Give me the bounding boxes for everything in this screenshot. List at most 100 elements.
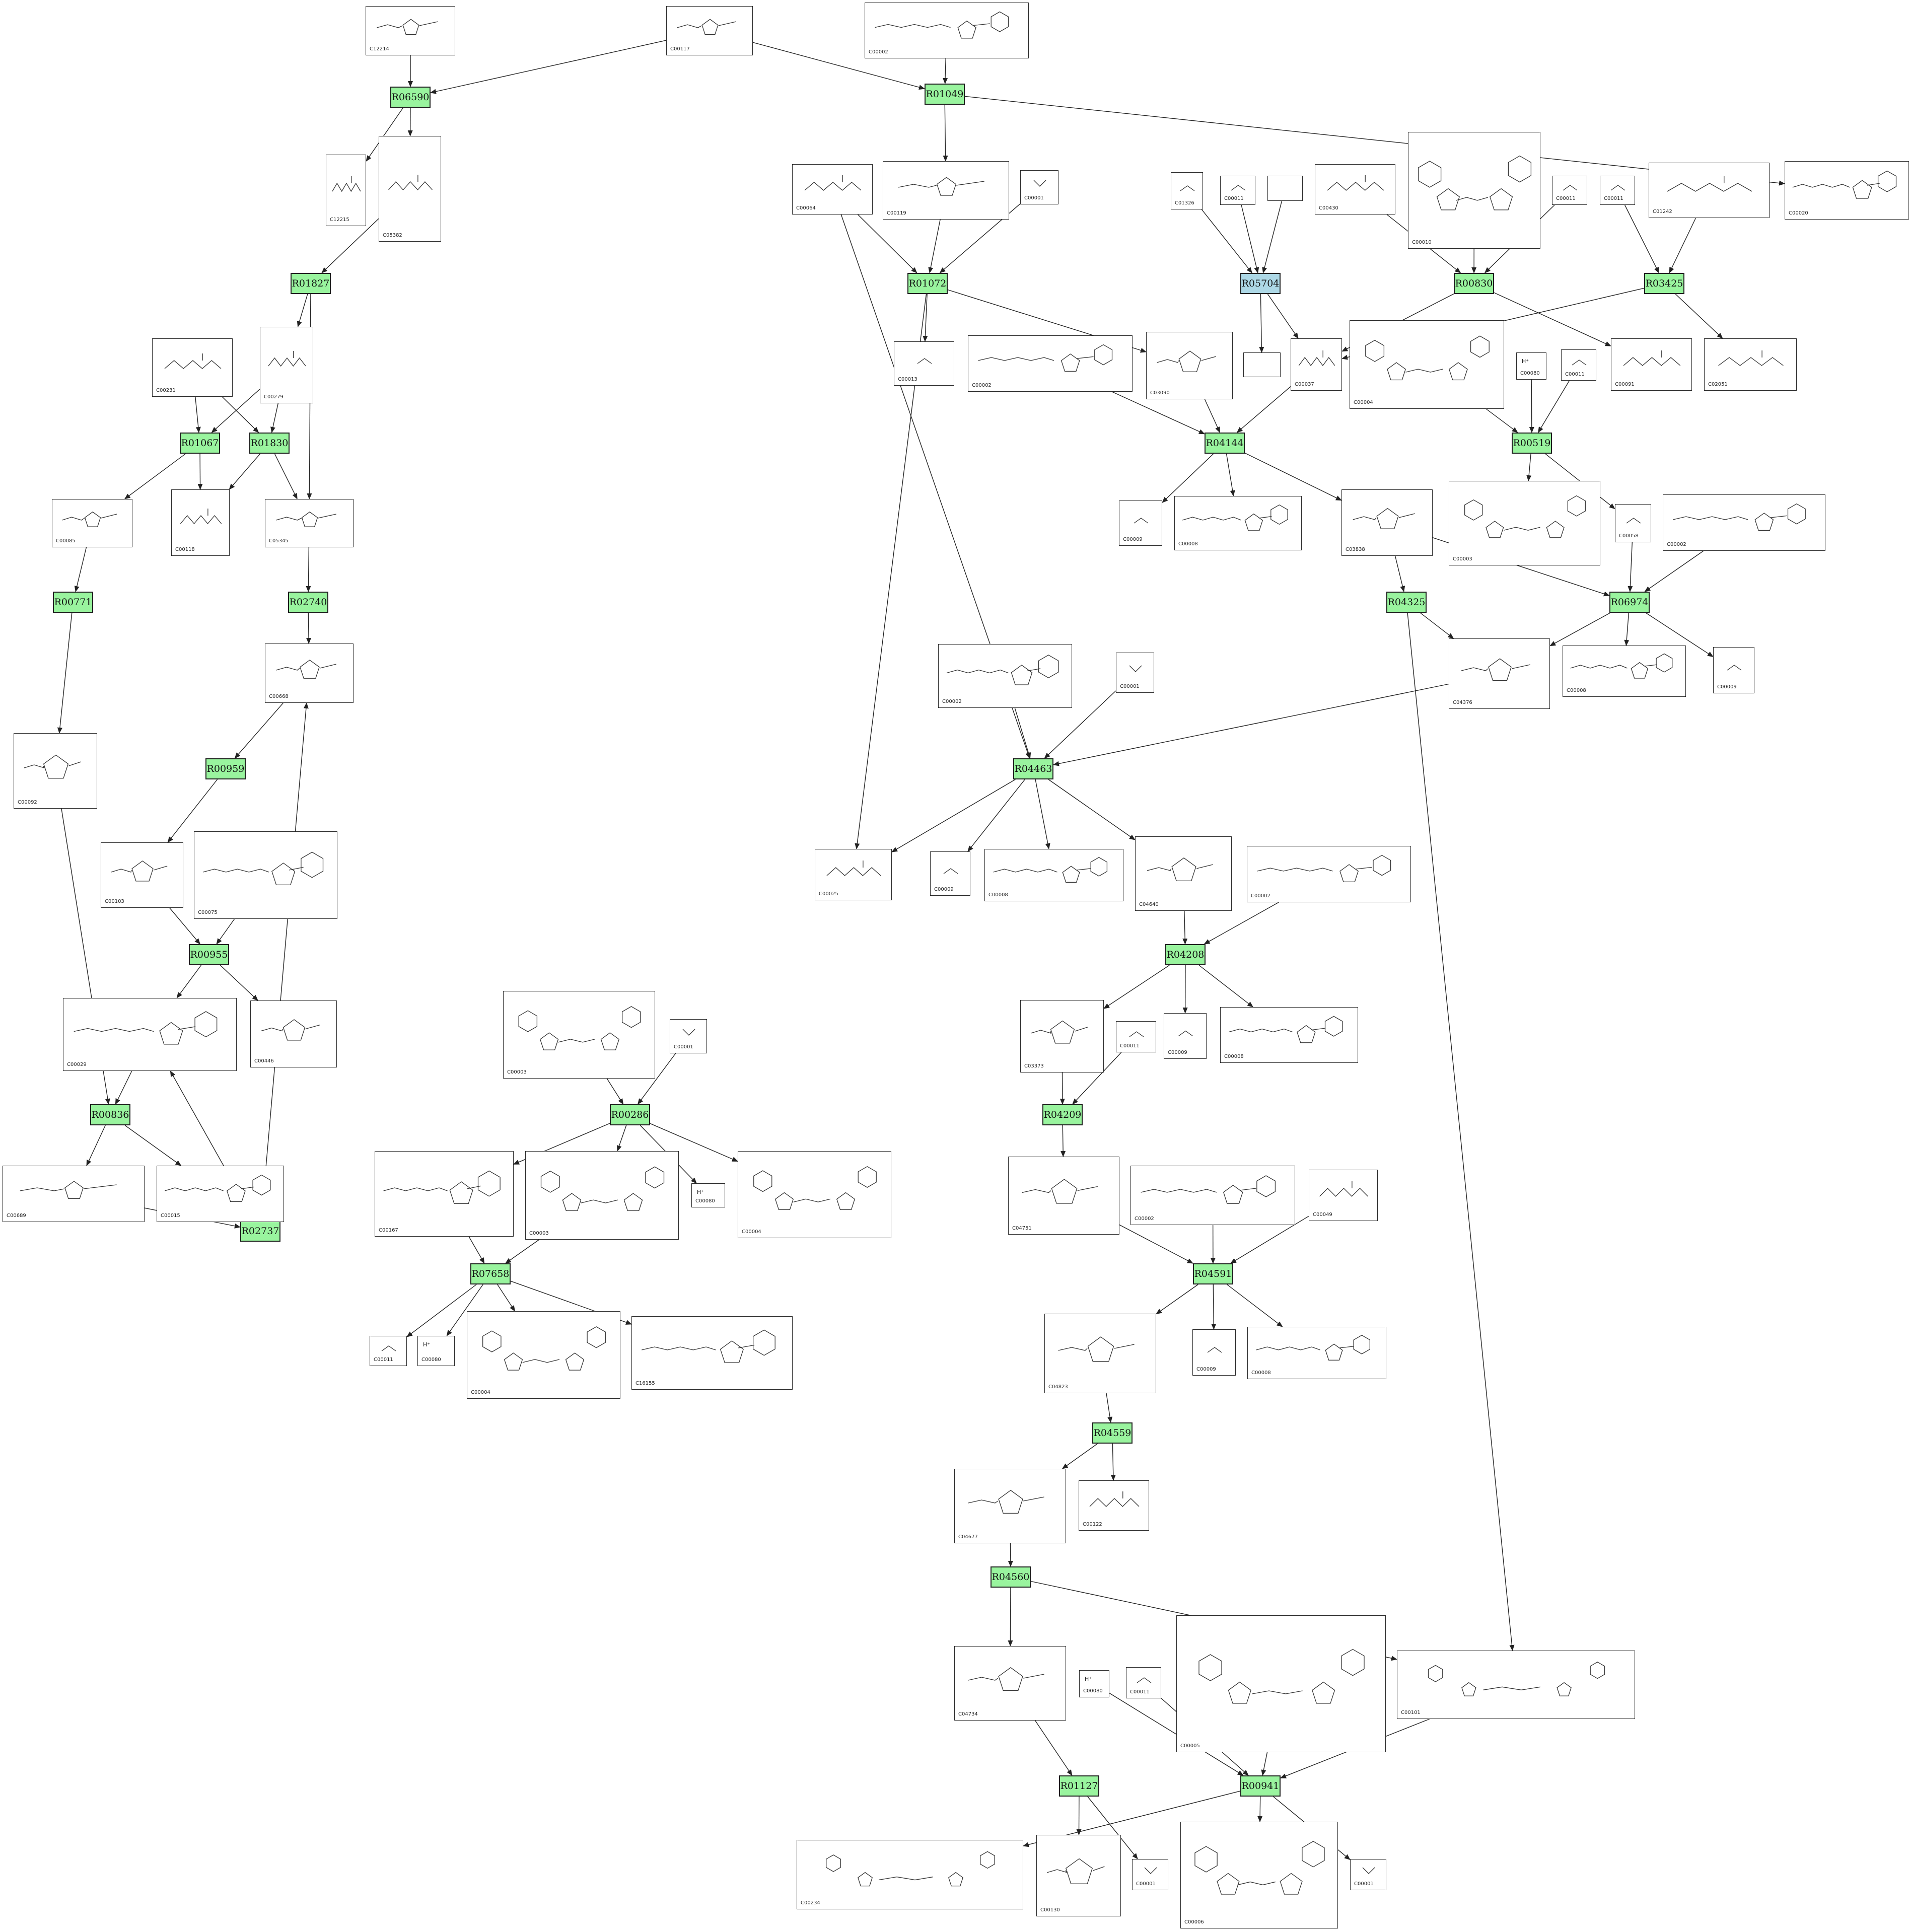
reaction-r00519[interactable]: R00519 — [1512, 433, 1552, 454]
compound-box[interactable]: C00004 — [467, 1311, 620, 1399]
compound-box[interactable]: C00430 — [1315, 164, 1395, 214]
compound-box[interactable]: C12215 — [326, 155, 366, 226]
compound-box[interactable]: H⁺C00080 — [417, 1336, 455, 1366]
compound-box[interactable]: C00003 — [525, 1151, 679, 1240]
reaction-r00959[interactable]: R00959 — [205, 758, 246, 779]
compound-box[interactable]: C04376 — [1449, 638, 1550, 709]
reaction-r00955[interactable]: R00955 — [189, 944, 229, 965]
compound-box[interactable]: C00101 — [1397, 1651, 1635, 1719]
compound-box[interactable]: C03373 — [1020, 1000, 1104, 1072]
reaction-r03425[interactable]: R03425 — [1644, 273, 1684, 294]
compound-box[interactable]: C00002 — [938, 644, 1072, 708]
reaction-r00830[interactable]: R00830 — [1454, 273, 1494, 294]
compound-box[interactable] — [1267, 176, 1303, 201]
compound-box[interactable]: C00075 — [194, 831, 337, 919]
compound-box[interactable]: C16155 — [631, 1316, 793, 1390]
reaction-r01072[interactable]: R01072 — [907, 273, 948, 294]
compound-box[interactable]: C04640 — [1135, 836, 1232, 911]
reaction-r04209[interactable]: R04209 — [1042, 1104, 1083, 1125]
compound-box[interactable]: C00009 — [1119, 500, 1162, 546]
compound-box[interactable]: C00009 — [1713, 647, 1754, 693]
compound-box[interactable]: C00011 — [370, 1336, 407, 1366]
reaction-r05704[interactable]: R05704 — [1240, 273, 1281, 294]
compound-box[interactable]: H⁺C00080 — [1079, 1670, 1109, 1697]
compound-box[interactable]: C00103 — [101, 842, 183, 908]
compound-box[interactable]: C00009 — [1192, 1329, 1236, 1376]
compound-box[interactable]: C01326 — [1171, 172, 1203, 209]
compound-box[interactable]: H⁺C00080 — [1516, 352, 1546, 380]
compound-box[interactable]: C00013 — [894, 341, 954, 386]
reaction-r04463[interactable]: R04463 — [1013, 758, 1053, 779]
compound-box[interactable]: C00085 — [52, 499, 132, 547]
compound-box[interactable]: C00001 — [1350, 1859, 1386, 1890]
compound-box[interactable]: C00015 — [157, 1166, 284, 1222]
compound-box[interactable]: C00008 — [1247, 1327, 1386, 1379]
reaction-r04559[interactable]: R04559 — [1092, 1422, 1133, 1444]
compound-box[interactable]: C00011 — [1220, 176, 1255, 205]
compound-box[interactable]: C00689 — [3, 1166, 145, 1222]
compound-box[interactable]: C00003 — [1449, 481, 1600, 565]
reaction-r06590[interactable]: R06590 — [390, 87, 431, 108]
compound-box[interactable]: C00279 — [260, 327, 313, 403]
compound-box[interactable]: C00003 — [503, 991, 655, 1079]
reaction-r01127[interactable]: R01127 — [1059, 1775, 1099, 1797]
compound-box[interactable]: C00037 — [1291, 338, 1342, 391]
reaction-r06974[interactable]: R06974 — [1609, 592, 1650, 613]
compound-box[interactable]: C00130 — [1036, 1835, 1121, 1916]
compound-box[interactable]: C00091 — [1611, 338, 1692, 391]
compound-box[interactable]: C00011 — [1600, 176, 1635, 205]
compound-box[interactable]: C00011 — [1552, 176, 1587, 205]
reaction-r01827[interactable]: R01827 — [291, 273, 331, 294]
compound-box[interactable]: H⁺C00080 — [691, 1183, 725, 1207]
compound-box[interactable]: C00049 — [1309, 1170, 1378, 1221]
compound-box[interactable]: C05382 — [379, 136, 441, 242]
compound-box[interactable]: C00010 — [1408, 132, 1540, 249]
compound-box[interactable]: C00167 — [375, 1151, 514, 1237]
compound-box[interactable]: C00011 — [1126, 1667, 1161, 1698]
compound-box[interactable]: C00002 — [865, 3, 1029, 58]
reaction-r00286[interactable]: R00286 — [610, 1104, 650, 1125]
compound-box[interactable]: C00122 — [1079, 1480, 1149, 1531]
compound-box[interactable]: C00011 — [1561, 349, 1596, 381]
reaction-r00836[interactable]: R00836 — [90, 1104, 130, 1125]
compound-box[interactable]: C00668 — [265, 643, 353, 703]
reaction-r04208[interactable]: R04208 — [1165, 944, 1206, 965]
compound-box[interactable]: C01242 — [1649, 163, 1770, 218]
compound-box[interactable]: C00006 — [1180, 1822, 1338, 1928]
compound-box[interactable]: C00446 — [250, 1000, 337, 1067]
reaction-r00941[interactable]: R00941 — [1240, 1775, 1281, 1797]
compound-box[interactable]: C00231 — [152, 338, 233, 397]
compound-box[interactable]: C03090 — [1146, 332, 1233, 399]
reaction-r04144[interactable]: R04144 — [1205, 433, 1245, 454]
reaction-r07658[interactable]: R07658 — [470, 1263, 511, 1284]
reaction-r01049[interactable]: R01049 — [925, 84, 965, 105]
compound-box[interactable]: C00001 — [1020, 170, 1058, 204]
compound-box[interactable]: C00008 — [1563, 646, 1686, 697]
compound-box[interactable]: C00118 — [171, 489, 230, 556]
compound-box[interactable]: C00009 — [930, 851, 970, 896]
compound-box[interactable]: C00064 — [792, 164, 873, 214]
compound-box[interactable]: C04734 — [954, 1646, 1066, 1721]
compound-box[interactable]: C00002 — [1663, 494, 1825, 551]
compound-box[interactable]: C00011 — [1116, 1021, 1156, 1052]
compound-box[interactable]: C00001 — [670, 1019, 707, 1053]
compound-box[interactable]: C00009 — [1164, 1013, 1207, 1059]
compound-box[interactable]: C00117 — [666, 6, 753, 55]
reaction-r04560[interactable]: R04560 — [991, 1566, 1031, 1588]
compound-box[interactable]: C00002 — [1130, 1166, 1295, 1225]
reaction-r02737[interactable]: R02737 — [240, 1221, 280, 1242]
reaction-r02740[interactable]: R02740 — [288, 592, 328, 613]
compound-box[interactable]: C12214 — [366, 6, 455, 55]
compound-box[interactable]: C00029 — [63, 998, 237, 1071]
compound-box[interactable]: C00008 — [1174, 496, 1302, 550]
reaction-r00771[interactable]: R00771 — [53, 592, 93, 613]
reaction-r01067[interactable]: R01067 — [180, 433, 220, 454]
compound-box[interactable]: C03838 — [1341, 489, 1433, 556]
reaction-r04325[interactable]: R04325 — [1386, 592, 1427, 613]
compound-box[interactable]: C00008 — [1220, 1007, 1358, 1063]
compound-box[interactable]: C00058 — [1615, 504, 1651, 542]
compound-box[interactable]: C04677 — [954, 1469, 1066, 1543]
compound-box[interactable]: C00001 — [1132, 1859, 1168, 1890]
compound-box[interactable]: C00004 — [1350, 320, 1504, 409]
compound-box[interactable]: C00002 — [968, 335, 1133, 392]
